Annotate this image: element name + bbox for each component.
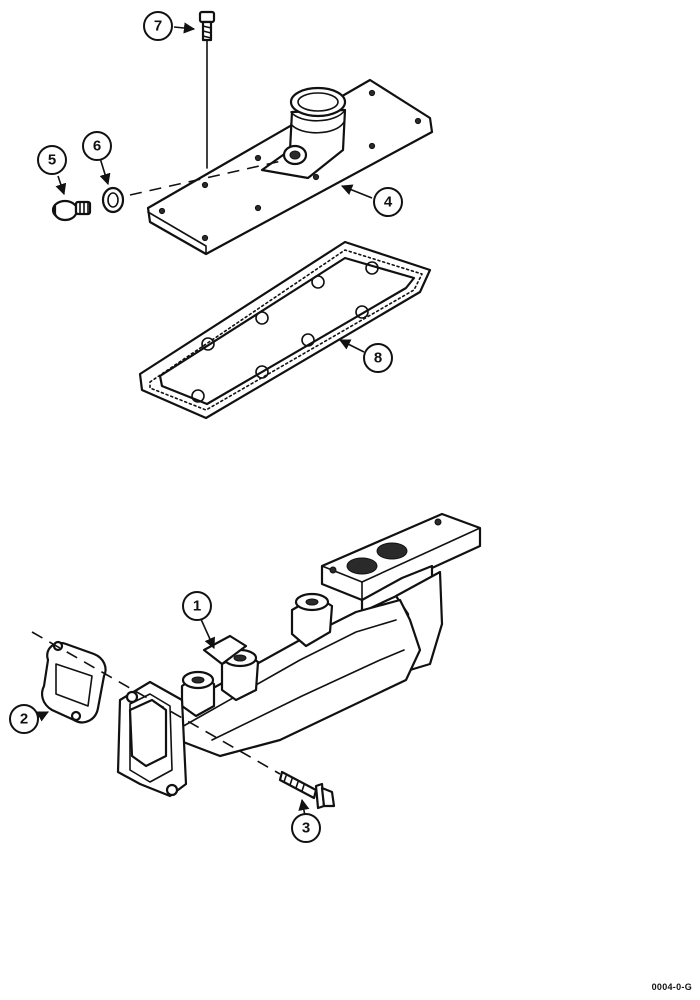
leader-7 <box>173 22 196 34</box>
figure-code: 0004-0-G <box>651 982 692 992</box>
svg-text:6: 6 <box>93 138 101 155</box>
leader-1 <box>199 616 215 650</box>
callout-8: 8 <box>363 343 393 373</box>
exhaust-gasket-part-2 <box>41 640 107 724</box>
exhaust-manifold-part-1 <box>116 512 482 798</box>
leader-8 <box>338 339 365 353</box>
callout-1: 1 <box>182 591 212 621</box>
bolt-part-7 <box>198 10 216 42</box>
gasket-part-8 <box>138 240 432 420</box>
leader-4 <box>340 184 373 199</box>
svg-text:2: 2 <box>20 711 28 728</box>
svg-text:7: 7 <box>154 18 162 35</box>
callout-7: 7 <box>143 11 173 41</box>
callout-5: 5 <box>37 145 67 175</box>
alignment-line-5-6 <box>129 159 287 196</box>
svg-text:1: 1 <box>193 598 201 615</box>
svg-text:4: 4 <box>384 194 393 211</box>
callout-3: 3 <box>291 813 321 843</box>
plug-part-5 <box>51 199 92 222</box>
cover-plate-part-4 <box>146 78 434 256</box>
callout-2: 2 <box>9 704 39 734</box>
washer-part-6 <box>101 186 125 214</box>
callout-6: 6 <box>82 131 112 161</box>
callout-4: 4 <box>373 187 403 217</box>
svg-text:8: 8 <box>374 350 382 367</box>
svg-text:3: 3 <box>302 820 310 837</box>
svg-text:5: 5 <box>48 152 56 169</box>
alignment-line-2-3 <box>31 631 281 775</box>
leader-6 <box>99 157 111 186</box>
leader-5 <box>55 175 67 196</box>
bolt-part-3 <box>278 770 336 810</box>
